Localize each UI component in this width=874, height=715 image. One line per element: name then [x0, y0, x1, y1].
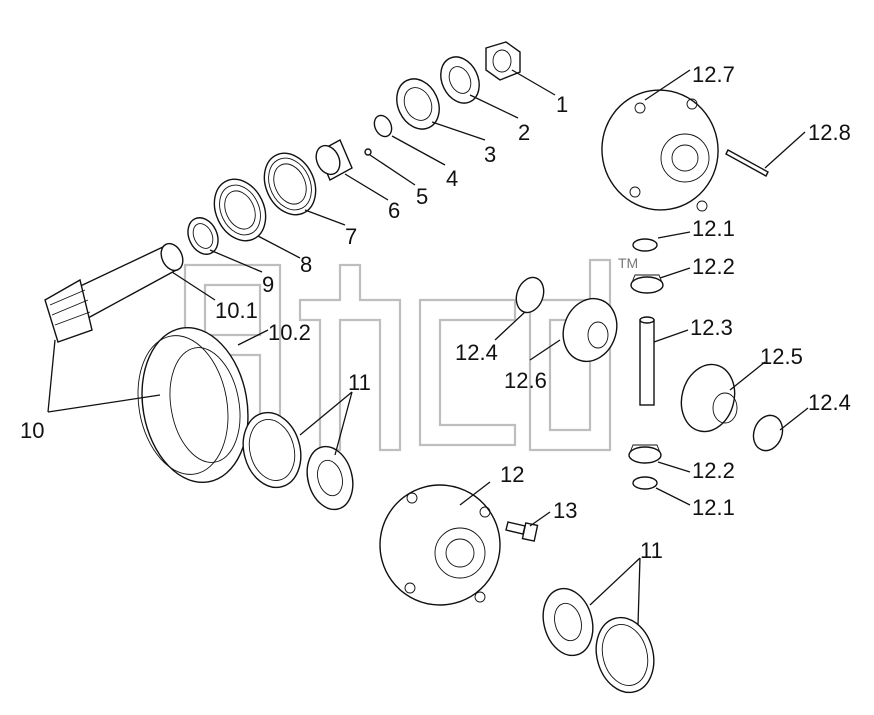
label-10: 10: [20, 418, 44, 443]
part-2-washer: [440, 56, 480, 104]
label-1: 1: [556, 92, 568, 117]
label-13: 13: [553, 498, 577, 523]
label-12-6: 12.6: [504, 368, 547, 393]
part-4-ring: [373, 114, 393, 138]
label-12-2-upper: 12.2: [692, 254, 735, 279]
part-12-1-washer-upper: [632, 238, 658, 252]
part-8-bearing: [213, 178, 267, 242]
part-12-3-cross-shaft: [639, 316, 655, 406]
part-12-6-side-gear: [562, 297, 618, 363]
part-12-8-pin: [725, 149, 769, 177]
part-10-2-ring-gear: [137, 326, 249, 484]
part-3-seal: [396, 78, 440, 130]
part-12-diff-case: [379, 484, 501, 606]
part-12-5-side-gear: [680, 363, 738, 433]
label-12-1-upper: 12.1: [692, 216, 735, 241]
part-6-sleeve: [315, 139, 353, 181]
part-12-4-shim-left: [515, 276, 545, 314]
part-5-ball: [364, 148, 372, 156]
part-13-bolt: [505, 521, 539, 542]
label-9: 9: [262, 272, 274, 297]
label-12-8: 12.8: [808, 120, 851, 145]
label-12-7: 12.7: [692, 62, 735, 87]
part-10-1-pinion-shaft: [44, 242, 184, 343]
part-11-bearing-upper: [242, 411, 354, 511]
label-10-1: 10.1: [215, 298, 258, 323]
label-2: 2: [518, 120, 530, 145]
label-12: 12: [500, 462, 524, 487]
part-9-shim: [187, 217, 219, 255]
part-7-bearing: [263, 152, 317, 216]
part-11-bearing-lower: [542, 587, 655, 694]
label-11-upper: 11: [348, 370, 371, 395]
label-6: 6: [388, 198, 400, 223]
label-12-5: 12.5: [760, 344, 803, 369]
label-7: 7: [345, 224, 357, 249]
label-3: 3: [484, 142, 496, 167]
part-12-7-case-half: [601, 89, 719, 212]
part-12-4-shim-right: [752, 414, 784, 452]
label-5: 5: [416, 184, 428, 209]
label-12-1-lower: 12.1: [692, 495, 735, 520]
trademark-mark: TM: [618, 255, 638, 271]
label-11-lower: 11: [640, 538, 663, 563]
leader-lines: [47, 69, 809, 626]
part-1-nut: [485, 41, 521, 81]
label-12-4-left: 12.4: [455, 340, 498, 365]
callout-labels: 1 2 3 4 5 6 7 8 9 10.1 10.2 10 11 12 13 …: [20, 62, 851, 563]
label-12-3: 12.3: [690, 315, 733, 340]
label-12-4-right: 12.4: [808, 390, 851, 415]
label-4: 4: [446, 166, 458, 191]
part-12-1-washer-lower: [632, 476, 658, 490]
part-12-2-pinion-lower: [628, 444, 662, 464]
label-12-2-lower: 12.2: [692, 458, 735, 483]
label-10-2: 10.2: [268, 320, 311, 345]
label-8: 8: [300, 252, 312, 277]
part-12-2-pinion-upper: [630, 274, 664, 294]
